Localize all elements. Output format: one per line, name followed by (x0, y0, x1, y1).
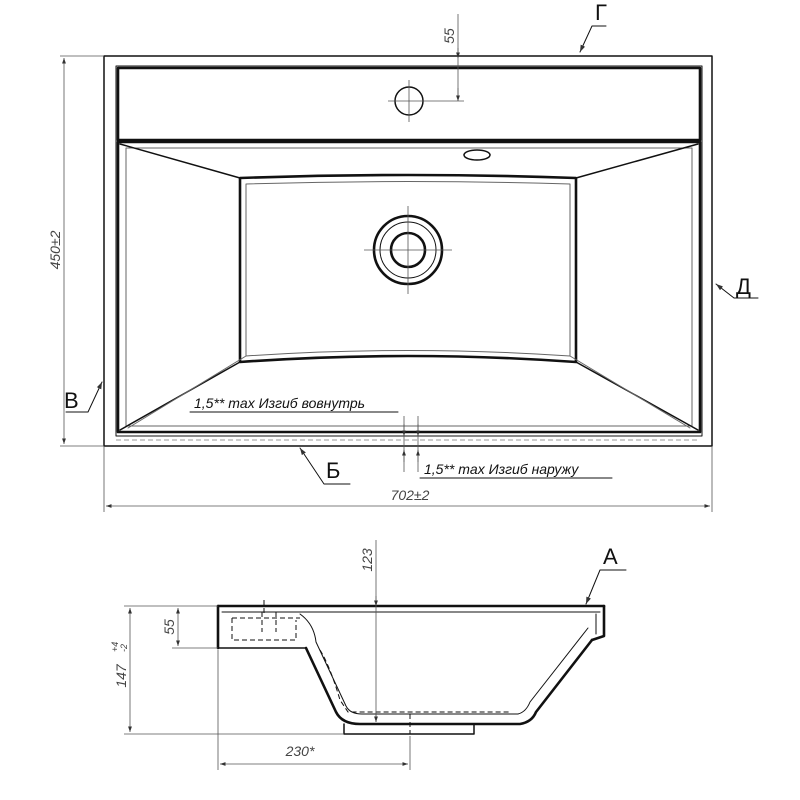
side-drain-bottom (343, 723, 475, 735)
top-view: 55 450±2 702±2 Г Д В Б 1,5** max Изгиб в… (47, 0, 759, 512)
side-bowl-outer (304, 638, 594, 726)
dim-total-height-group: 147 +4 -2 (110, 642, 129, 688)
label-a: А (603, 544, 618, 569)
bowl-edge (116, 140, 702, 434)
label-a-leader (585, 569, 627, 605)
side-front-edge (590, 604, 606, 642)
dim-rim-height: 55 (161, 619, 177, 635)
basin-outline (103, 55, 713, 447)
slope-edge-tr (575, 143, 699, 179)
basin-rim-inner (115, 65, 703, 437)
overflow-hole (463, 149, 491, 161)
side-hidden-line-3 (319, 649, 510, 713)
slope-edge-br2 (569, 355, 691, 429)
note-bend-outward: 1,5** max Изгиб наружу (424, 461, 579, 477)
label-d: Д (736, 274, 751, 299)
dim-total-height: 147 (113, 663, 129, 688)
note-bend-inward: 1,5** max Изгиб вовнутрь (194, 395, 365, 411)
slope-edge-tl (119, 143, 241, 179)
dim-bowl-depth: 123 (359, 548, 375, 572)
side-hidden-line-1 (231, 617, 300, 641)
slope-edge-bl2 (127, 355, 247, 429)
label-v-leader (65, 381, 103, 413)
back-shelf (116, 66, 702, 142)
label-b: Б (326, 458, 340, 483)
dim-total-tol-upper: +4 (110, 642, 120, 652)
side-hidden-line-2 (261, 600, 277, 632)
dim-depth: 450±2 (47, 230, 63, 269)
dim-width: 702±2 (391, 487, 430, 503)
side-view: 123 55 147 +4 -2 230* А (110, 540, 627, 770)
dim-drain-offset: 230* (285, 743, 315, 759)
label-d-leader (715, 283, 759, 299)
label-v: В (64, 388, 79, 413)
dim-overflow-offset: 55 (441, 28, 457, 44)
dim-total-tol-lower: -2 (119, 644, 129, 652)
label-b-leader (299, 447, 351, 485)
label-g: Г (595, 0, 607, 25)
label-g-leader (579, 25, 607, 53)
bowl-slope-outer (125, 147, 693, 427)
